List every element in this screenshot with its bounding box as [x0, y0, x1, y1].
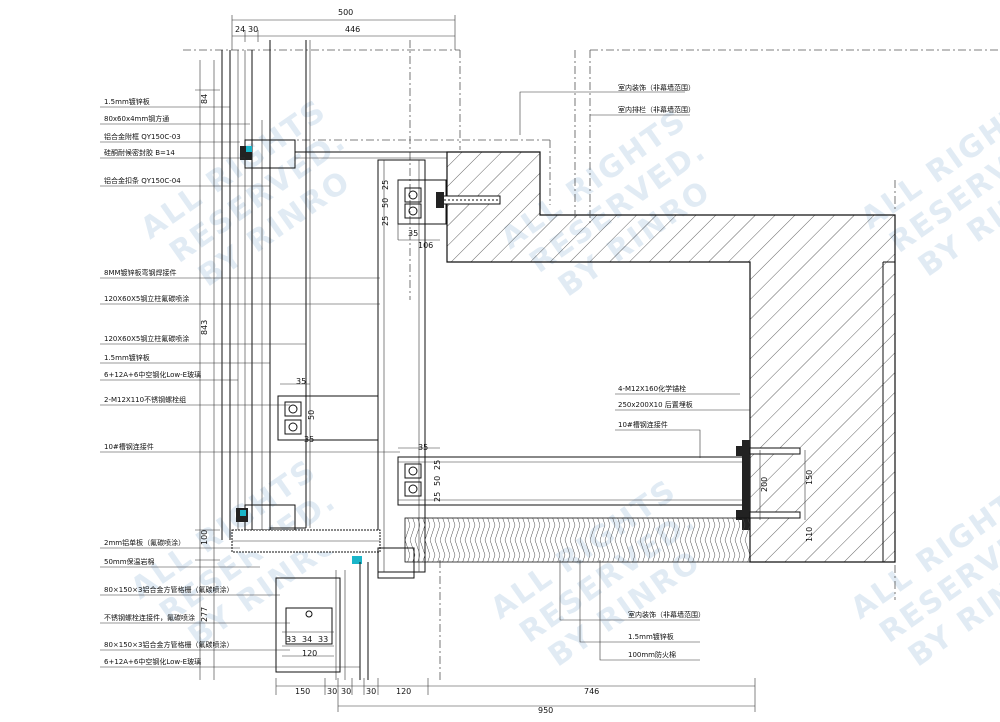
dim-lower-50: 50	[433, 476, 442, 486]
dimension-texts: 500 446 24 30 84 843 100 277 150 30 30 3…	[200, 8, 814, 715]
chemical-anchor	[736, 446, 801, 520]
sealant-marker	[352, 556, 362, 564]
dim-embed-150: 150	[805, 470, 814, 485]
label-rock-wool: 50mm保温岩棉	[104, 557, 155, 566]
label-galvanized-plate-3: 1.5mm镀锌板	[628, 632, 674, 641]
fire-insulation	[404, 517, 751, 563]
label-aluminum-strip: 铝合金扣条 QY150C-04	[104, 176, 181, 185]
dim-embed-200: 200	[760, 477, 769, 492]
label-bolt-set: 2-M12X110不锈钢螺栓组	[104, 395, 186, 404]
right-callouts: 室内装饰（非幕墙范围） 室内排栏（非幕墙范围） 4-M12X160化学锚栓 25…	[519, 83, 750, 661]
dim-channel-120: 120	[302, 649, 317, 658]
concrete-slab	[446, 151, 896, 563]
label-steel-column-b: 120X60X5钢立柱氟碳喷涂	[104, 334, 189, 343]
dim-mid-50: 50	[307, 410, 316, 420]
dim-embed-110: 110	[805, 527, 814, 542]
louver-box	[275, 577, 341, 673]
label-aluminum-panel: 2mm铝单板（氟碳喷涂）	[104, 538, 185, 547]
dimension-lines	[195, 15, 806, 712]
label-chemical-anchor: 4-M12X160化学锚栓	[618, 384, 686, 393]
label-fire-wool: 100mm防火棉	[628, 650, 676, 659]
dim-top-inner: 446	[345, 25, 360, 34]
dim-bottom-120: 120	[396, 687, 411, 696]
left-callouts: 1.5mm镀锌板 80x60x4mm钢方通 铝合金附框 QY150C-03 硅酮…	[100, 97, 400, 668]
dim-bottom-30c: 30	[366, 687, 376, 696]
sealant-marker	[246, 146, 252, 152]
upper-transom	[240, 139, 447, 169]
label-aluminum-subframe: 铝合金附框 QY150C-03	[104, 132, 181, 141]
dim-top-a: 24	[235, 25, 245, 34]
dim-bottom-150: 150	[295, 687, 310, 696]
label-interior-rail: 室内排栏（非幕墙范围）	[618, 105, 695, 114]
lower-bracket	[397, 440, 801, 530]
label-channel-connector: 10#槽钢连接件	[104, 442, 154, 451]
label-welded-part: 8MM镀锌板弯钢焊接件	[104, 268, 177, 277]
dim-upper-25b: 25	[381, 216, 390, 226]
label-channel-connector-2: 10#槽钢连接件	[618, 420, 668, 429]
dim-channel-34: 34	[302, 635, 312, 644]
dim-bottom-746: 746	[584, 687, 599, 696]
dim-upper-25a: 25	[381, 180, 390, 190]
dim-upper-50: 50	[381, 198, 390, 208]
dim-left-277: 277	[200, 607, 209, 622]
dim-upper-106: 106	[418, 241, 433, 250]
dim-left-843: 843	[200, 320, 209, 335]
dim-channel-33b: 33	[318, 635, 328, 644]
dim-bottom-30b: 30	[341, 687, 351, 696]
label-galvanized-plate-2: 1.5mm镀锌板	[104, 353, 150, 362]
bottom-sill	[231, 529, 415, 680]
label-louver-tube-a: 80×150×3铝合金方管格栅（氟碳喷涂）	[104, 585, 233, 594]
label-embed-plate: 250x200X10 后置埋板	[618, 400, 693, 409]
dim-left-100: 100	[200, 530, 209, 545]
dim-upper-35: 35	[408, 229, 418, 238]
dim-left-84: 84	[200, 94, 209, 104]
label-interior-finish-a: 室内装饰（非幕墙范围）	[618, 83, 695, 92]
dim-mid-35a: 35	[296, 377, 306, 386]
label-glass-2: 6+12A+6中空钢化Low-E玻璃	[104, 657, 201, 666]
dim-top-total: 500	[338, 8, 353, 17]
label-interior-finish-b: 室内装饰（非幕墙范围）	[628, 610, 705, 619]
sealant-marker	[240, 510, 246, 516]
dim-mid-35b: 35	[304, 435, 314, 444]
boundary-lines	[183, 40, 1000, 680]
label-bolt-connector: 不锈钢螺栓连接件，氟碳喷涂	[104, 613, 195, 622]
lower-transom	[236, 504, 296, 531]
dim-channel-33a: 33	[286, 635, 296, 644]
label-steel-column-a: 120X60X5钢立柱氟碳喷涂	[104, 294, 189, 303]
dim-bottom-950: 950	[538, 706, 553, 715]
mullion-frame	[221, 40, 426, 573]
dim-lower-35: 35	[418, 443, 428, 452]
label-weather-sealant: 硅酮耐候密封胶 B=14	[104, 148, 175, 157]
label-steel-tube: 80x60x4mm钢方通	[104, 114, 169, 123]
dim-bottom-30a: 30	[327, 687, 337, 696]
dim-lower-25b: 25	[433, 492, 442, 502]
label-louver-tube-b: 80×150×3铝合金方管格栅（氟碳喷涂）	[104, 640, 233, 649]
label-galvanized-plate: 1.5mm镀锌板	[104, 97, 150, 106]
middle-bracket	[277, 395, 379, 441]
dim-top-b: 30	[248, 25, 258, 34]
dim-lower-25a: 25	[433, 460, 442, 470]
label-glass: 6+12A+6中空钢化Low-E玻璃	[104, 370, 201, 379]
